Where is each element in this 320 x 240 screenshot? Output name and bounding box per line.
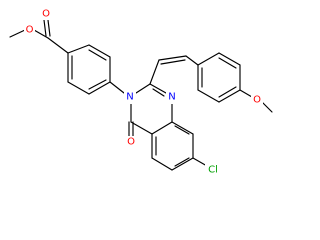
bond — [149, 83, 167, 94]
chlorine-atom-label: Cl — [208, 165, 218, 176]
bond — [185, 55, 199, 66]
quinazolinone-oxygen: O — [125, 136, 137, 149]
bond — [261, 101, 273, 113]
quinazolinone-oxygen-label: O — [127, 137, 135, 148]
bond — [151, 121, 173, 135]
ring-nitrogen-n1: N — [166, 91, 178, 104]
ring-nitrogen-n3: N — [124, 91, 136, 104]
bond — [197, 89, 220, 103]
bond — [43, 19, 47, 37]
ring-nitrogen-n1-label: N — [168, 92, 175, 103]
bond — [47, 19, 51, 37]
ester-methoxy-oxygen-label: O — [26, 25, 34, 36]
bond — [88, 79, 107, 90]
bond — [239, 89, 253, 98]
bond — [218, 89, 241, 103]
bond — [33, 29, 49, 39]
bond — [218, 57, 237, 69]
bond — [171, 121, 194, 135]
bond — [197, 52, 220, 66]
aryl-ether-oxygen: O — [251, 94, 263, 107]
bond — [171, 157, 194, 171]
chlorine-atom: Cl — [205, 163, 222, 176]
bond — [67, 44, 90, 54]
bond — [174, 157, 190, 167]
ester-carbonyl-oxygen-label: O — [42, 9, 50, 20]
bond — [158, 55, 187, 61]
bond — [152, 88, 165, 97]
atom-label-layer: O O N N O O Cl — [24, 8, 263, 176]
bond — [9, 29, 26, 38]
bond — [174, 125, 190, 135]
bond — [192, 157, 208, 167]
bond — [88, 81, 111, 95]
ester-methoxy-oxygen: O — [24, 24, 35, 36]
aryl-ether-oxygen-label: O — [253, 95, 261, 106]
bond — [218, 52, 241, 66]
ring-nitrogen-n3-label: N — [126, 92, 133, 103]
bond — [109, 81, 125, 94]
bond — [47, 37, 69, 54]
bond — [130, 121, 153, 135]
bond — [151, 157, 173, 171]
bond — [218, 86, 237, 98]
bond — [88, 44, 111, 58]
ester-carbonyl-oxygen: O — [41, 8, 52, 20]
bond — [67, 81, 90, 95]
bond — [160, 59, 186, 65]
bond — [88, 49, 107, 61]
bond-layer — [9, 19, 273, 171]
structure-canvas: O O N N O O Cl — [9, 8, 273, 176]
bond — [149, 59, 160, 85]
molecule-drawing: O O N N O O Cl — [9, 8, 273, 176]
bond — [135, 83, 151, 94]
